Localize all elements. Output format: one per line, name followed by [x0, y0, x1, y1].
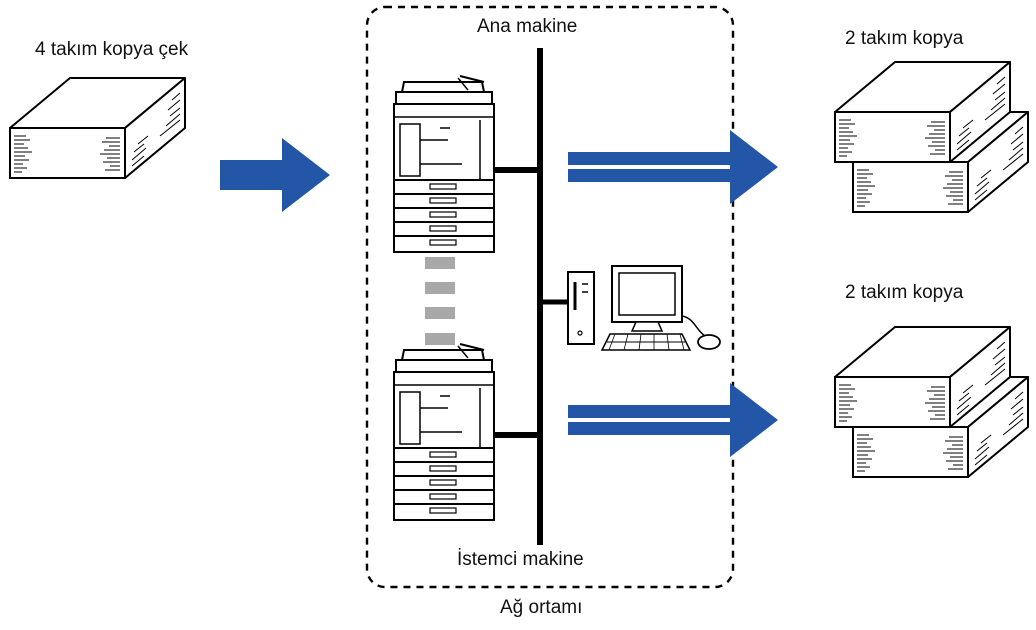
output-arrow-bottom-icon — [568, 383, 778, 457]
machine-group-connector — [425, 257, 455, 345]
desktop-computer-icon — [567, 265, 721, 351]
output-bottom-stacks-icon — [834, 326, 1029, 478]
input-arrow-icon — [220, 138, 330, 212]
source-paper-stack-icon — [9, 77, 186, 179]
output-top-stacks-icon — [834, 61, 1029, 213]
output-bottom-label: 2 takım kopya — [845, 282, 964, 303]
network-label: Ağ ortamı — [500, 597, 583, 618]
source-label: 4 takım kopya çek — [35, 39, 189, 60]
output-arrow-top-icon — [568, 130, 778, 204]
client-machine-label: İstemci makine — [457, 549, 584, 570]
main-machine-label: Ana makine — [477, 16, 578, 37]
network-environment-box — [365, 5, 735, 589]
client-printer-icon — [393, 343, 495, 521]
output-top-label: 2 takım kopya — [845, 28, 964, 49]
main-printer-icon — [393, 75, 495, 253]
